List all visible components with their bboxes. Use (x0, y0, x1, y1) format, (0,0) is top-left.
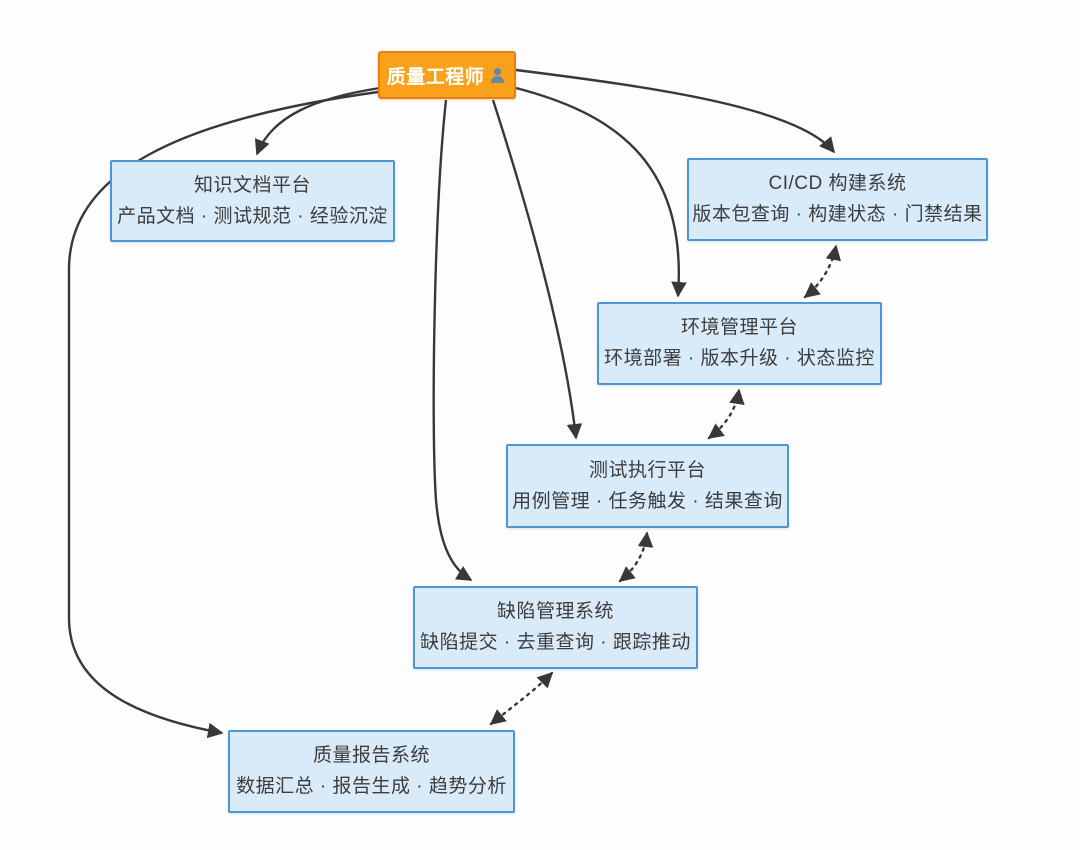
edge-cicd-env (803, 244, 842, 299)
edge-defect-report (489, 671, 554, 726)
node-subtitle: 产品文档 · 测试规范 · 经验沉淀 (117, 205, 388, 227)
actor-quality-engineer: 质量工程师 (378, 51, 516, 99)
node-title: 测试执行平台 (588, 459, 706, 481)
edge-actor-env (515, 86, 687, 298)
node-subtitle: 用例管理 · 任务触发 · 结果查询 (512, 490, 783, 512)
node-subtitle: 缺陷提交 · 去重查询 · 跟踪推动 (420, 632, 691, 653)
edge-actor-knowledge (254, 86, 381, 156)
node-defect-management-system: 缺陷管理系统 缺陷提交 · 去重查询 · 跟踪推动 (413, 586, 698, 669)
person-icon (488, 66, 507, 85)
node-title: CI/CD 构建系统 (768, 173, 907, 195)
edge-actor-defect (432, 99, 473, 582)
node-title: 知识文档平台 (193, 174, 311, 196)
node-subtitle: 环境部署 · 版本升级 · 状态监控 (604, 348, 875, 369)
node-title: 缺陷管理系统 (496, 601, 614, 623)
edge-actor-report (67, 90, 379, 739)
node-env-management-platform: 环境管理平台 环境部署 · 版本升级 · 状态监控 (597, 302, 882, 385)
edge-test-defect (618, 531, 654, 583)
node-subtitle: 版本包查询 · 构建状态 · 门禁结果 (692, 204, 983, 225)
node-quality-report-system: 质量报告系统 数据汇总 · 报告生成 · 趋势分析 (228, 730, 515, 813)
node-title: 环境管理平台 (680, 317, 798, 339)
node-knowledge-doc-platform: 知识文档平台 产品文档 · 测试规范 · 经验沉淀 (110, 160, 395, 242)
actor-label: 质量工程师 (386, 66, 485, 88)
node-subtitle: 数据汇总 · 报告生成 · 趋势分析 (236, 776, 507, 797)
edge-env-test (707, 388, 745, 440)
node-test-execution-platform: 测试执行平台 用例管理 · 任务触发 · 结果查询 (506, 444, 789, 528)
edge-actor-cicd (515, 68, 835, 154)
edge-actor-test (491, 99, 583, 440)
node-title: 质量报告系统 (312, 745, 430, 767)
node-cicd-build-system: CI/CD 构建系统 版本包查询 · 构建状态 · 门禁结果 (687, 158, 988, 241)
